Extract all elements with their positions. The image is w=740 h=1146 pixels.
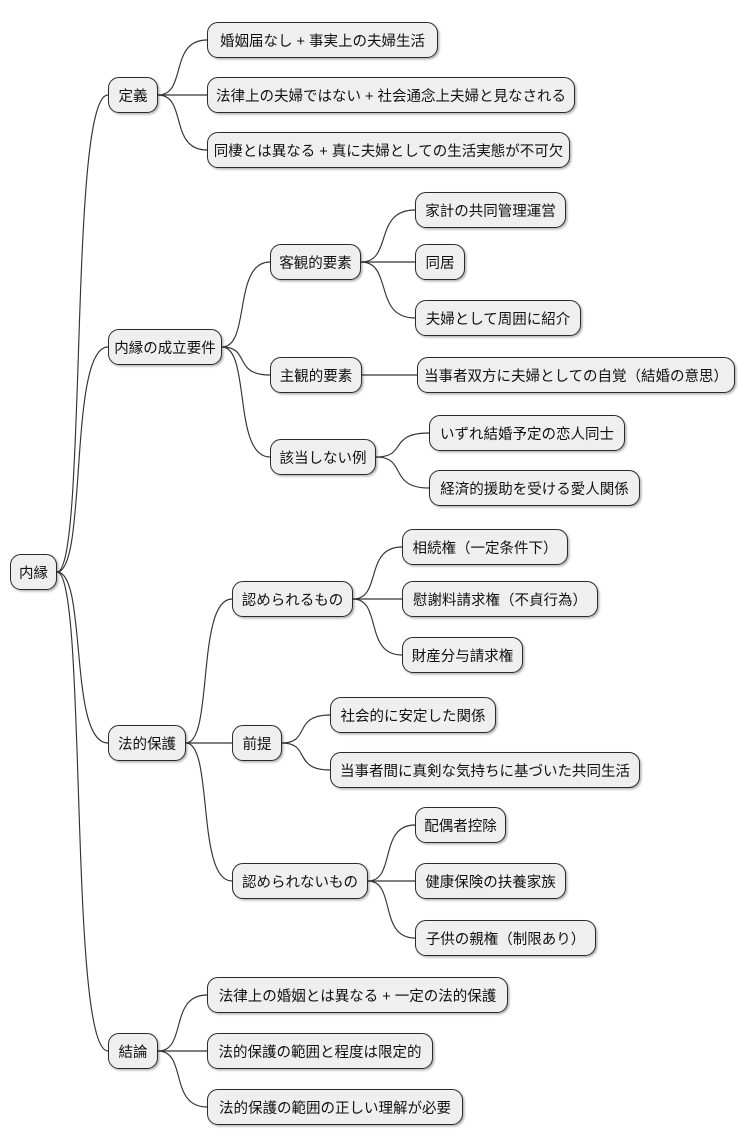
edge-req-not-req-not-1 <box>375 432 430 458</box>
mindmap-node-req-obj-3: 夫婦として周囲に紹介 <box>415 300 581 336</box>
mindmap-node-req-subj: 主観的要素 <box>270 357 362 393</box>
edge-root-concl <box>56 571 109 1052</box>
mindmap-node-legal-rec-3: 財産分与請求権 <box>402 637 523 673</box>
mindmap-node-req-obj-1: 家計の共同管理運営 <box>415 192 566 228</box>
edge-root-def <box>56 94 109 573</box>
mindmap-node-def-3: 同棲とは異なる + 真に夫婦としての生活実態が不可欠 <box>207 132 570 168</box>
mindmap-node-root: 内縁 <box>10 554 57 590</box>
edge-legal-not-legal-not-3 <box>367 880 416 939</box>
mindmap-node-req-not: 該当しない例 <box>270 439 376 475</box>
edge-legal-legal-not <box>185 742 233 882</box>
mindmap-node-legal-not-2: 健康保険の扶養家族 <box>415 863 566 899</box>
mindmap-node-concl-3: 法的保護の範囲の正しい理解が必要 <box>207 1089 463 1125</box>
mindmap-node-legal-rec: 認められるもの <box>232 581 353 617</box>
mindmap-node-req-obj: 客観的要素 <box>270 244 361 280</box>
mindmap-node-def: 定義 <box>108 77 158 113</box>
mindmap-node-def-1: 婚姻届なし + 事実上の夫婦生活 <box>207 22 438 58</box>
mindmap-node-req: 内縁の成立要件 <box>108 329 222 365</box>
mindmap-node-concl-2: 法的保護の範囲と程度は限定的 <box>207 1033 433 1069</box>
mindmap-node-concl-1: 法律上の婚姻とは異なる + 一定の法的保護 <box>207 977 508 1013</box>
mindmap-node-req-not-2: 経済的援助を受ける愛人関係 <box>429 470 640 506</box>
mindmap-node-req-not-1: いずれ結婚予定の恋人同士 <box>429 415 625 451</box>
edge-legal-prem-legal-prem-1 <box>281 714 331 744</box>
mindmap-node-legal-not-1: 配偶者控除 <box>415 807 506 843</box>
edge-legal-not-legal-not-1 <box>367 824 416 882</box>
edge-legal-rec-legal-rec-3 <box>352 598 403 656</box>
mindmap-node-req-obj-2: 同居 <box>415 244 465 280</box>
mindmap-node-concl: 結論 <box>108 1033 158 1069</box>
edge-req-req-subj <box>221 346 271 376</box>
edge-concl-concl-1 <box>157 994 208 1052</box>
edge-concl-concl-3 <box>157 1050 208 1108</box>
mindmap-node-legal-prem: 前提 <box>232 725 282 761</box>
mindmap-node-req-subj-1: 当事者双方に夫婦としての自覚（結婚の意思） <box>417 357 735 393</box>
edge-root-req <box>56 346 109 573</box>
mindmap-node-legal-rec-2: 慰謝料請求権（不貞行為） <box>402 581 598 617</box>
edge-req-obj-req-obj-3 <box>360 261 416 319</box>
edge-req-not-req-not-2 <box>375 456 430 489</box>
edge-req-obj-req-obj-1 <box>360 209 416 263</box>
mindmap-node-legal-not-3: 子供の親権（制限あり） <box>415 920 596 956</box>
mindmap-node-legal-not: 認められないもの <box>232 863 368 899</box>
edge-def-def-3 <box>157 94 208 151</box>
mindmap-node-def-2: 法律上の夫婦ではない + 社会通念上夫婦と見なされる <box>207 77 575 113</box>
mindmap-node-legal-prem-1: 社会的に安定した関係 <box>330 697 496 733</box>
edge-req-req-obj <box>221 261 271 348</box>
edge-legal-legal-rec <box>185 598 233 744</box>
edge-legal-prem-legal-prem-2 <box>281 742 331 771</box>
mindmap-node-legal: 法的保護 <box>108 725 186 761</box>
edge-req-req-not <box>221 346 271 458</box>
mindmap-node-legal-rec-1: 相続権（一定条件下） <box>402 529 568 565</box>
edge-def-def-1 <box>157 39 208 96</box>
edge-root-legal <box>56 571 109 744</box>
mindmap-node-legal-prem-2: 当事者間に真剣な気持ちに基づいた共同生活 <box>330 752 640 788</box>
edge-legal-rec-legal-rec-1 <box>352 546 403 600</box>
